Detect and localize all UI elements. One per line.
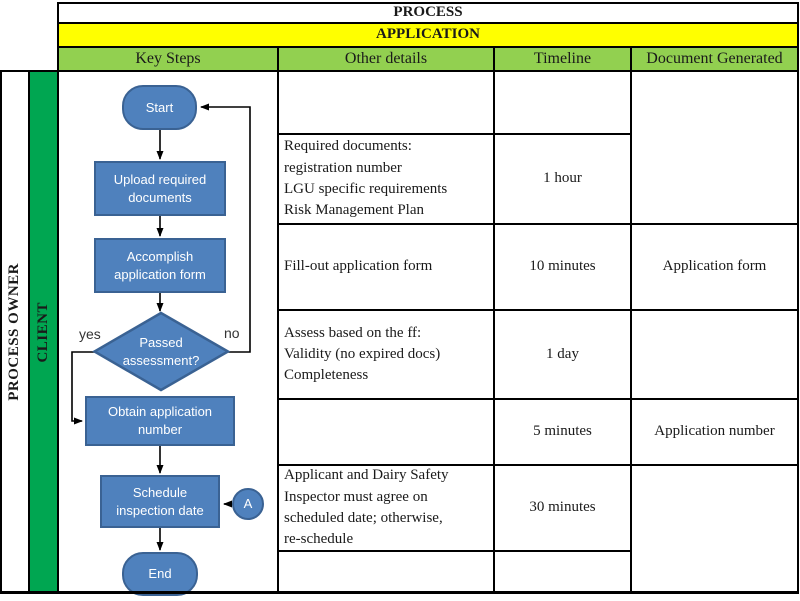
flow-connector-a: A: [232, 488, 264, 520]
flow-accomplish-box: Accomplish application form: [94, 238, 226, 293]
flow-start-shape: Start: [122, 85, 197, 130]
document-cell-3: [630, 309, 799, 400]
other-details-cell-4: Assess based on the ff: Validity (no exp…: [277, 309, 495, 400]
col-header-key-steps: Key Steps: [57, 46, 279, 72]
document-cell-5: [630, 464, 799, 594]
timeline-cell-6: 30 minutes: [493, 464, 632, 552]
document-cell-2: Application form: [630, 223, 799, 311]
yes-label: yes: [79, 326, 101, 342]
decision-diamond-shape: [92, 311, 231, 392]
other-details-cell-6: Applicant and Dairy Safety Inspector mus…: [277, 464, 495, 552]
col-header-document-generated: Document Generated: [630, 46, 799, 72]
other-details-cell-3: Fill-out application form: [277, 223, 495, 311]
document-cell-1: [630, 70, 799, 225]
table-bottom-border: [0, 591, 797, 594]
timeline-cell-5: 5 minutes: [493, 398, 632, 466]
flow-end-shape: End: [122, 552, 198, 596]
flow-decision-label: Passed assessment?: [122, 335, 200, 368]
no-label: no: [224, 325, 240, 341]
flow-upload-box: Upload required documents: [94, 161, 226, 216]
timeline-cell-3: 10 minutes: [493, 223, 632, 311]
flow-obtain-box: Obtain application number: [85, 396, 235, 446]
col-header-timeline: Timeline: [493, 46, 632, 72]
flow-schedule-box: Schedule inspection date: [100, 475, 220, 528]
other-details-cell-2: Required documents: registration number …: [277, 133, 495, 225]
